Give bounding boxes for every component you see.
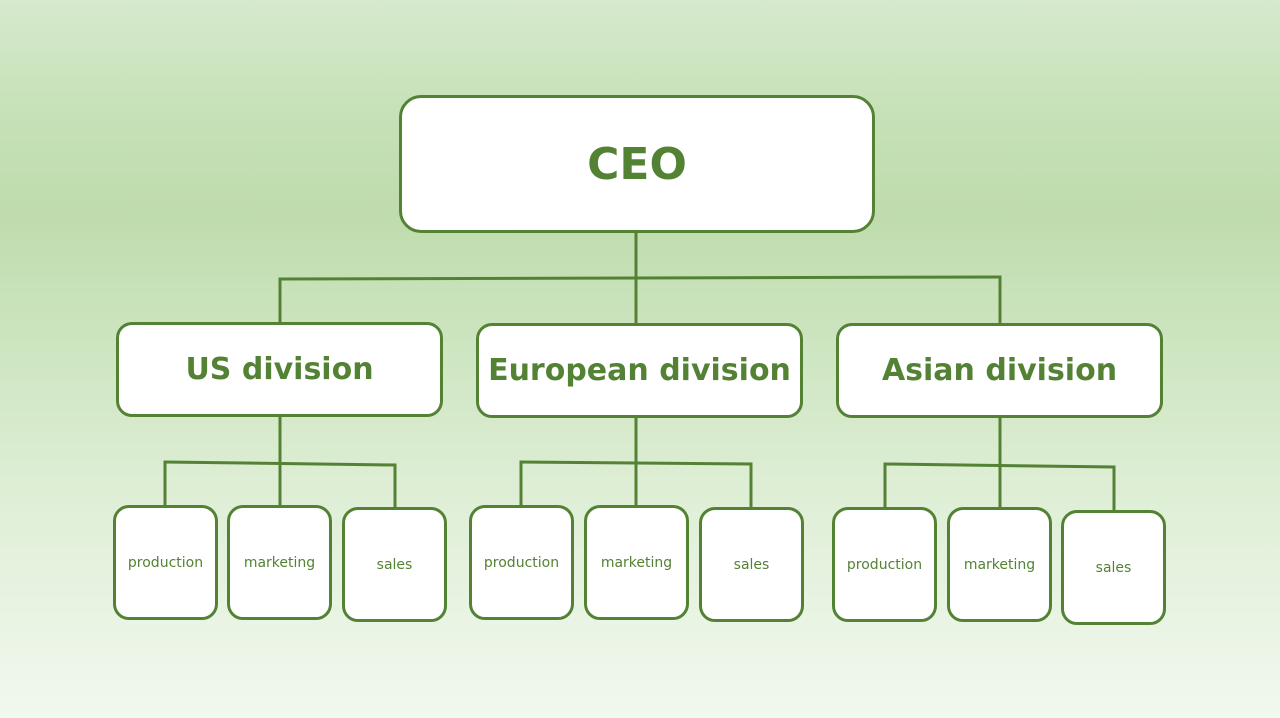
us-marketing-node: marketing: [227, 505, 332, 620]
us-marketing-label: marketing: [243, 554, 316, 571]
european-marketing-node: marketing: [584, 505, 689, 620]
european-marketing-label: marketing: [600, 554, 673, 571]
connector-division-bar: [278, 275, 1002, 281]
us-division-node: US division: [116, 322, 443, 417]
european-division-node: European division: [476, 323, 803, 418]
asian-sales-label: sales: [1095, 559, 1132, 576]
asian-sales-node: sales: [1061, 510, 1166, 625]
us-production-node: production: [113, 505, 218, 620]
asian-marketing-node: marketing: [947, 507, 1052, 622]
connector-us-bar: [163, 460, 397, 467]
us-sales-node: sales: [342, 507, 447, 622]
asian-production-label: production: [846, 556, 923, 573]
asian-division-label: Asian division: [881, 353, 1118, 388]
us-production-label: production: [127, 554, 204, 571]
european-division-label: European division: [488, 353, 791, 388]
connector-eu-bar: [519, 460, 753, 466]
asian-marketing-label: marketing: [963, 556, 1036, 573]
ceo-label: CEO: [587, 138, 687, 190]
european-sales-node: sales: [699, 507, 804, 622]
asian-division-node: Asian division: [836, 323, 1163, 418]
ceo-node: CEO: [399, 95, 875, 233]
us-sales-label: sales: [376, 556, 413, 573]
european-production-node: production: [469, 505, 574, 620]
us-division-label: US division: [185, 352, 374, 387]
asian-production-node: production: [832, 507, 937, 622]
european-production-label: production: [483, 554, 560, 571]
connector-asia-bar: [883, 462, 1116, 469]
european-sales-label: sales: [733, 556, 770, 573]
